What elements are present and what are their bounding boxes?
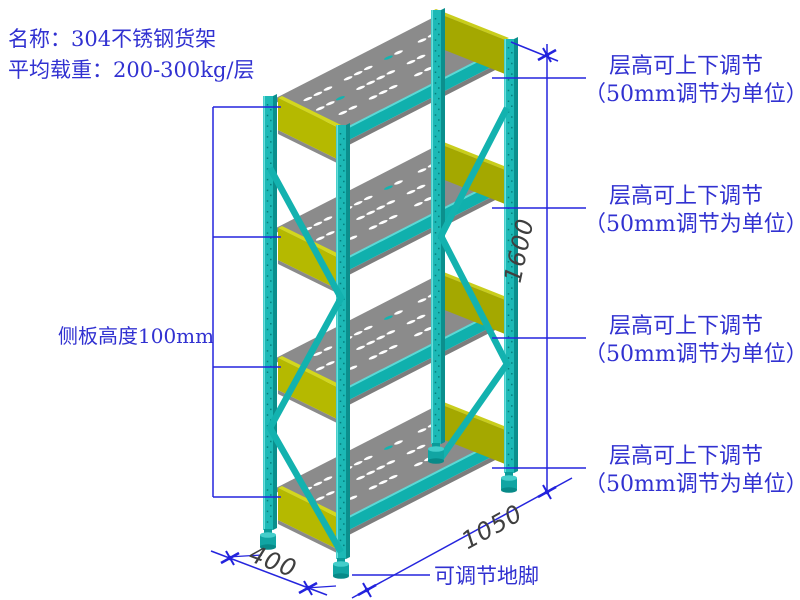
load-capacity-label: 平均载重：200-300kg/层 (8, 58, 255, 82)
foot-front-right (501, 472, 517, 493)
shelf-annotation-1: 层高可上下调节 （50mm调节为单位） (584, 54, 800, 107)
right-frame-braces (437, 106, 511, 460)
width-dimension-value: 1050 (457, 499, 527, 555)
annotation-line2: （50mm调节为单位） (584, 212, 800, 237)
shelf-annotation-2: 层高可上下调节 （50mm调节为单位） (584, 184, 800, 237)
post-front-left (335, 122, 351, 560)
left-frame-braces (266, 166, 345, 554)
shelf-annotation-4: 层高可上下调节 （50mm调节为单位） (584, 444, 800, 497)
shelf-level-3 (271, 268, 514, 424)
width-dimension-line (351, 477, 573, 599)
rack-3d-drawing (260, 7, 519, 579)
side-panel-leader (212, 106, 281, 498)
height-dimension-line (510, 41, 559, 492)
dimension-lines (210, 41, 586, 599)
shelf-annotation-leaders (492, 77, 586, 469)
product-name-label: 名称：304不锈钢货架 (8, 27, 216, 51)
post-back-left (262, 93, 278, 531)
annotation-line2: （50mm调节为单位） (584, 472, 800, 497)
annotation-line1: 层高可上下调节 (609, 184, 763, 209)
foot-front-left (333, 558, 349, 579)
side-panel-height-label: 侧板高度100mm (58, 324, 214, 348)
annotation-line1: 层高可上下调节 (609, 54, 763, 79)
annotation-line2: （50mm调节为单位） (584, 342, 800, 367)
annotation-line2: （50mm调节为单位） (584, 82, 800, 107)
adjustable-foot-label: 可调节地脚 (434, 564, 539, 588)
annotation-line1: 层高可上下调节 (609, 314, 763, 339)
shelf-level-1 (271, 8, 514, 164)
annotation-line1: 层高可上下调节 (609, 444, 763, 469)
shelf-annotation-3: 层高可上下调节 （50mm调节为单位） (584, 314, 800, 367)
depth-dimension-value: 400 (245, 540, 301, 584)
